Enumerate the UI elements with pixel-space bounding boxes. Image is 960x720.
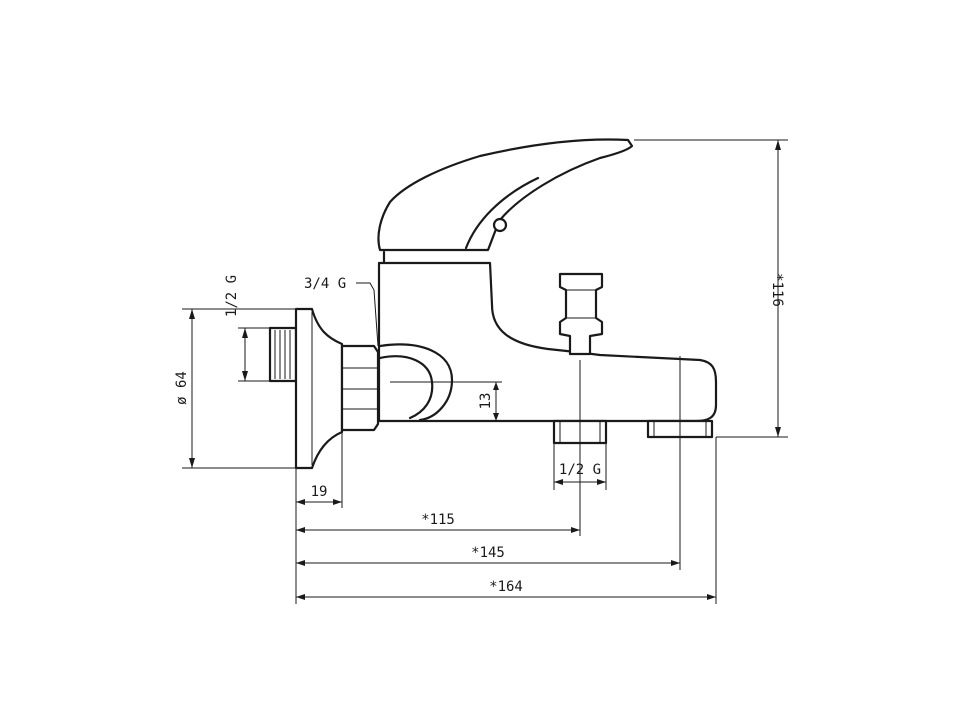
mixer-body — [377, 261, 718, 423]
dimension-to-spout-outlet: *145 — [296, 356, 681, 570]
dimension-wall-depth: 19 — [295, 432, 343, 604]
wall-threaded-pipe — [268, 326, 298, 383]
dimension-offset: 13 — [390, 381, 502, 422]
overall-height-label: *116 — [769, 273, 785, 307]
offset-label: 13 — [478, 393, 494, 410]
nut-thread-label: 3/4 G — [304, 276, 346, 292]
wall-flange — [294, 307, 344, 470]
to-outlet-label: *115 — [421, 512, 455, 528]
dimension-to-outlet: *115 — [296, 360, 581, 536]
hex-nut — [340, 344, 380, 432]
dimension-overall-length: *164 — [296, 437, 717, 604]
dimension-flange-diameter: ø 64 — [174, 308, 296, 469]
dimension-wall-thread: 1/2 G — [224, 275, 270, 382]
wall-depth-label: 19 — [311, 484, 328, 500]
wall-thread-label: 1/2 G — [224, 275, 240, 317]
lever-handle — [377, 138, 634, 265]
to-spout-outlet-label: *145 — [471, 545, 505, 561]
dimension-nut-thread: 3/4 G — [304, 276, 379, 347]
diverter-knob — [558, 272, 604, 356]
overall-length-label: *164 — [489, 579, 523, 595]
dimension-overall-height: *116 — [634, 139, 788, 438]
flange-diameter-label: ø 64 — [174, 371, 190, 405]
